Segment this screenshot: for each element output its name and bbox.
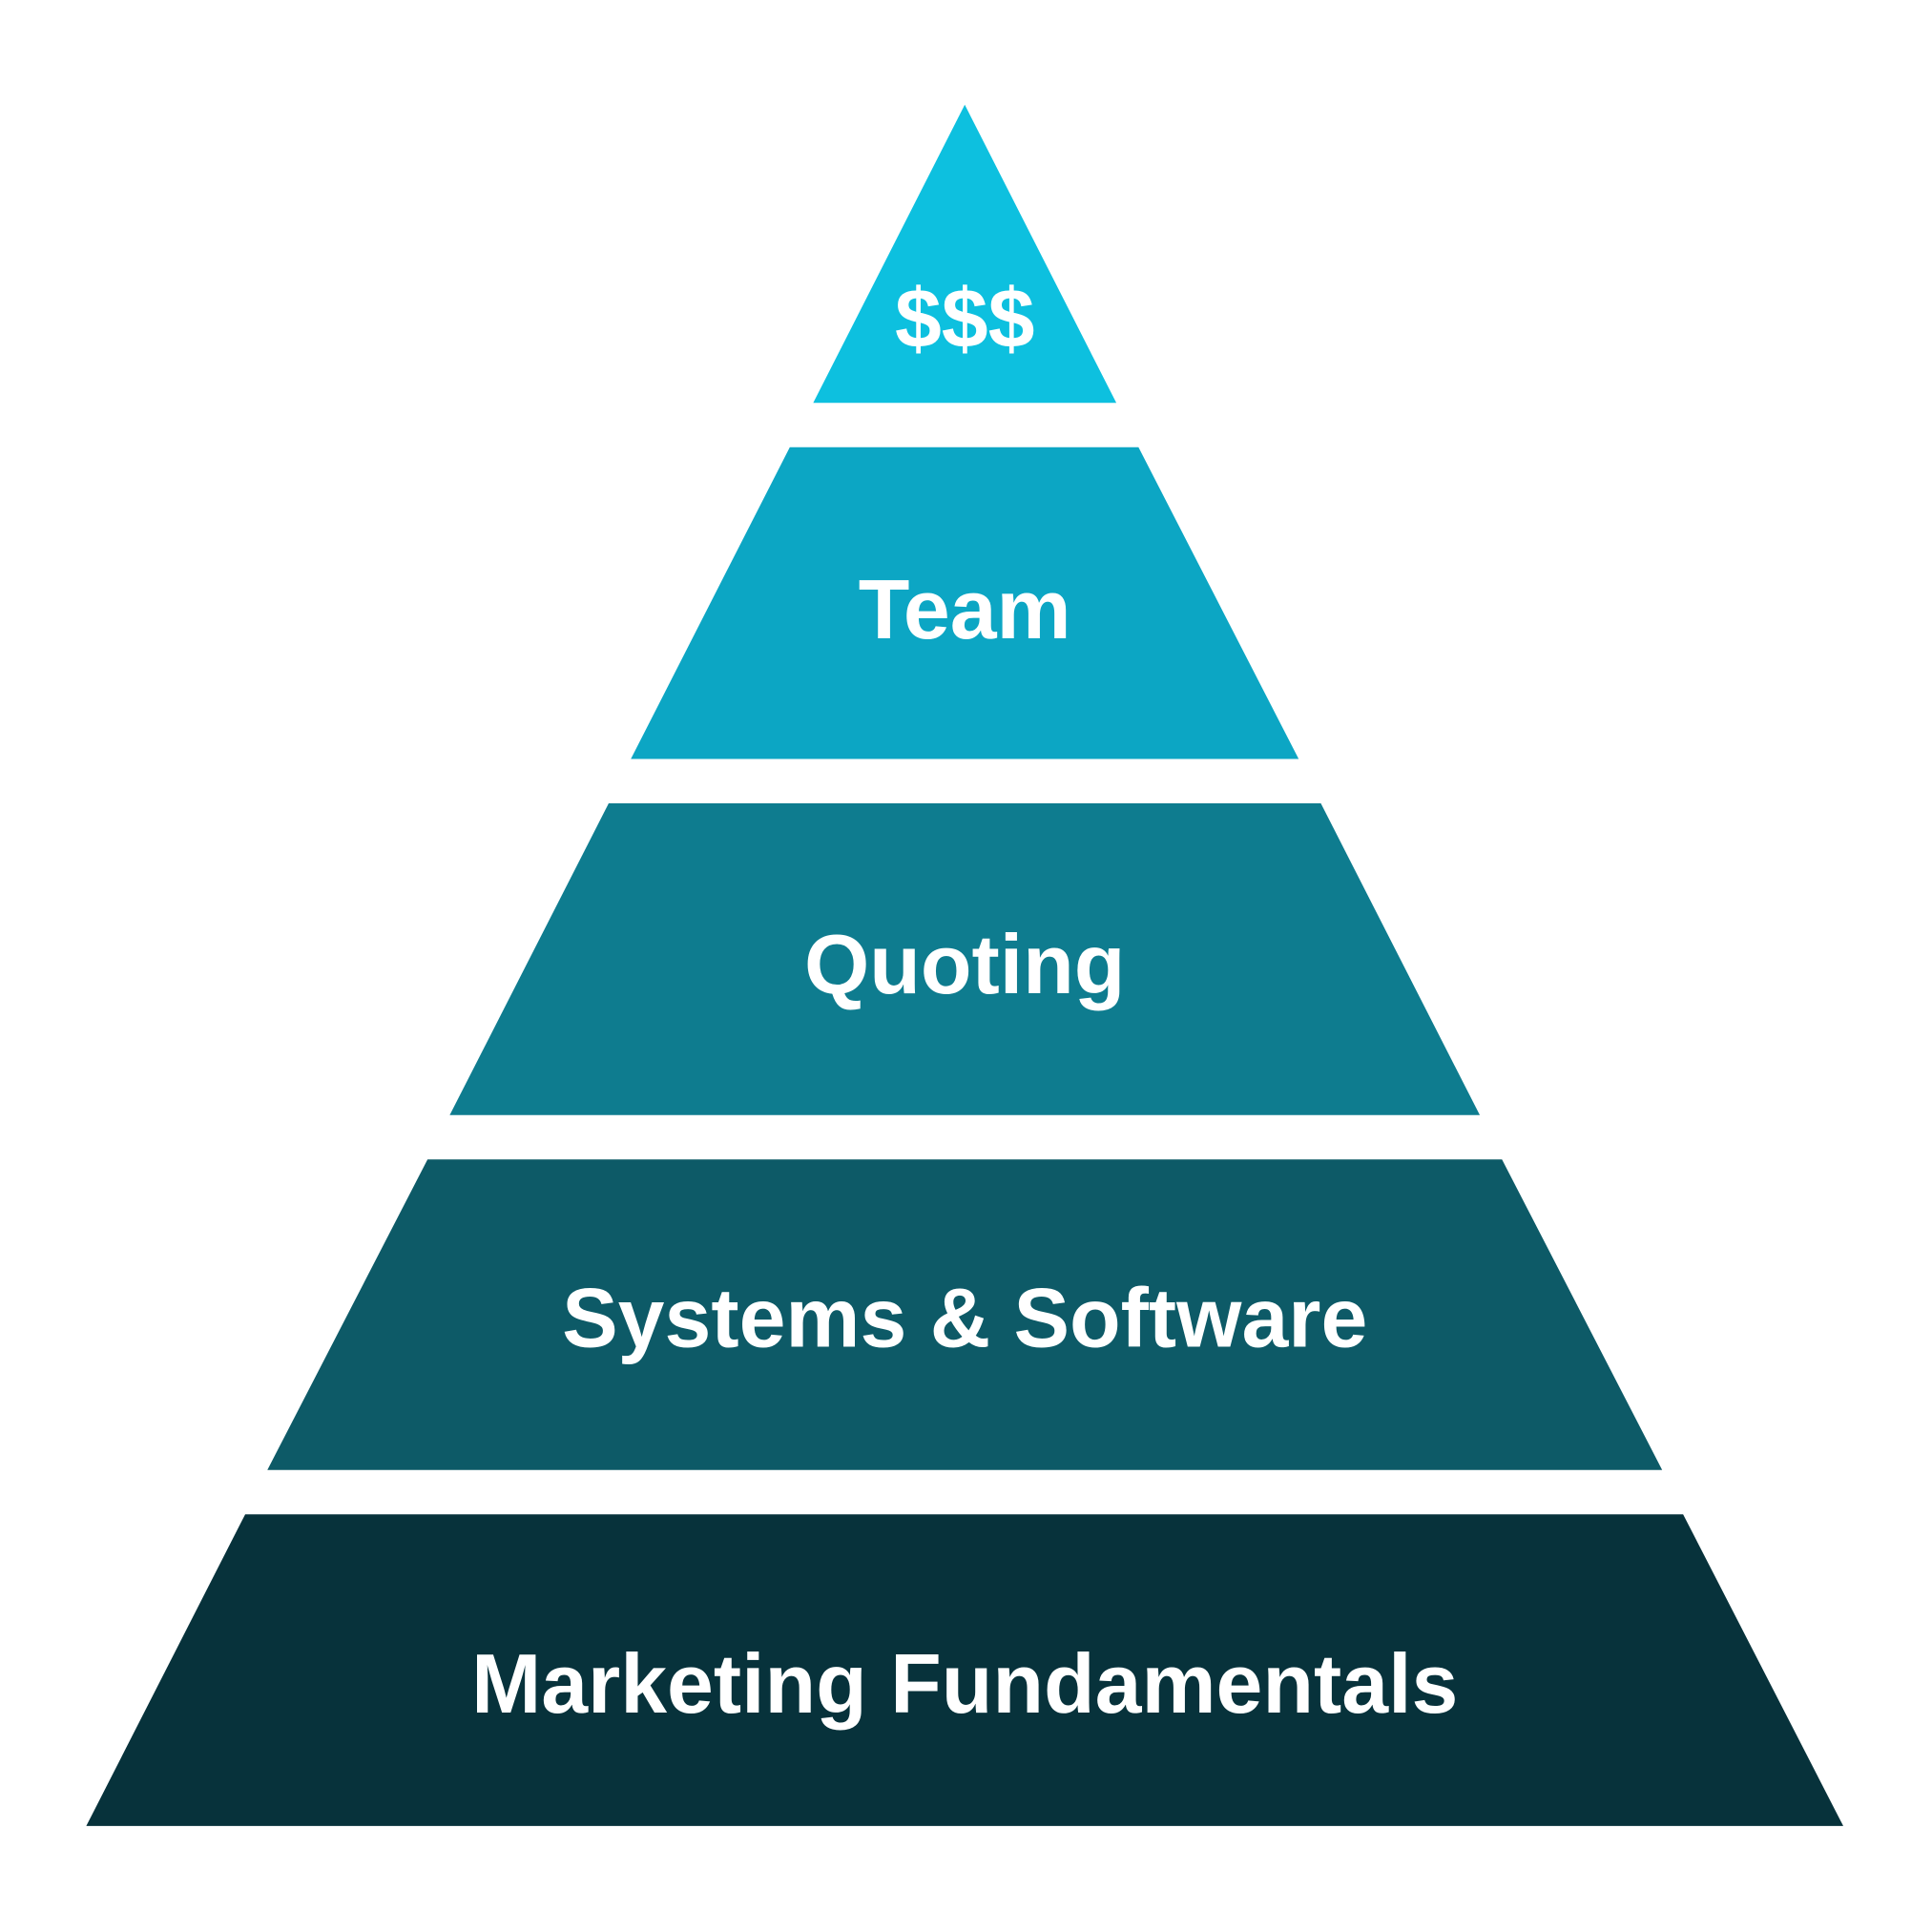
tier-shape bbox=[449, 803, 1481, 1115]
tier-shape bbox=[86, 1514, 1844, 1826]
pyramid-tier-team: Team bbox=[631, 447, 1299, 759]
tier-shape bbox=[813, 104, 1117, 404]
pyramid-tier-marketing: Marketing Fundamentals bbox=[86, 1514, 1844, 1826]
tier-label: Systems & Software bbox=[562, 1272, 1367, 1365]
pyramid-tier-quoting: Quoting bbox=[449, 803, 1481, 1115]
tier-shape bbox=[631, 447, 1299, 759]
pyramid-tier-top: $$$ bbox=[813, 104, 1117, 404]
tier-shape bbox=[267, 1159, 1663, 1470]
tier-label: Quoting bbox=[804, 918, 1125, 1011]
tier-label: $$$ bbox=[895, 272, 1035, 365]
tier-label: Team bbox=[859, 563, 1071, 656]
pyramid-tier-systems: Systems & Software bbox=[267, 1159, 1663, 1470]
tier-label: Marketing Fundamentals bbox=[471, 1637, 1458, 1731]
